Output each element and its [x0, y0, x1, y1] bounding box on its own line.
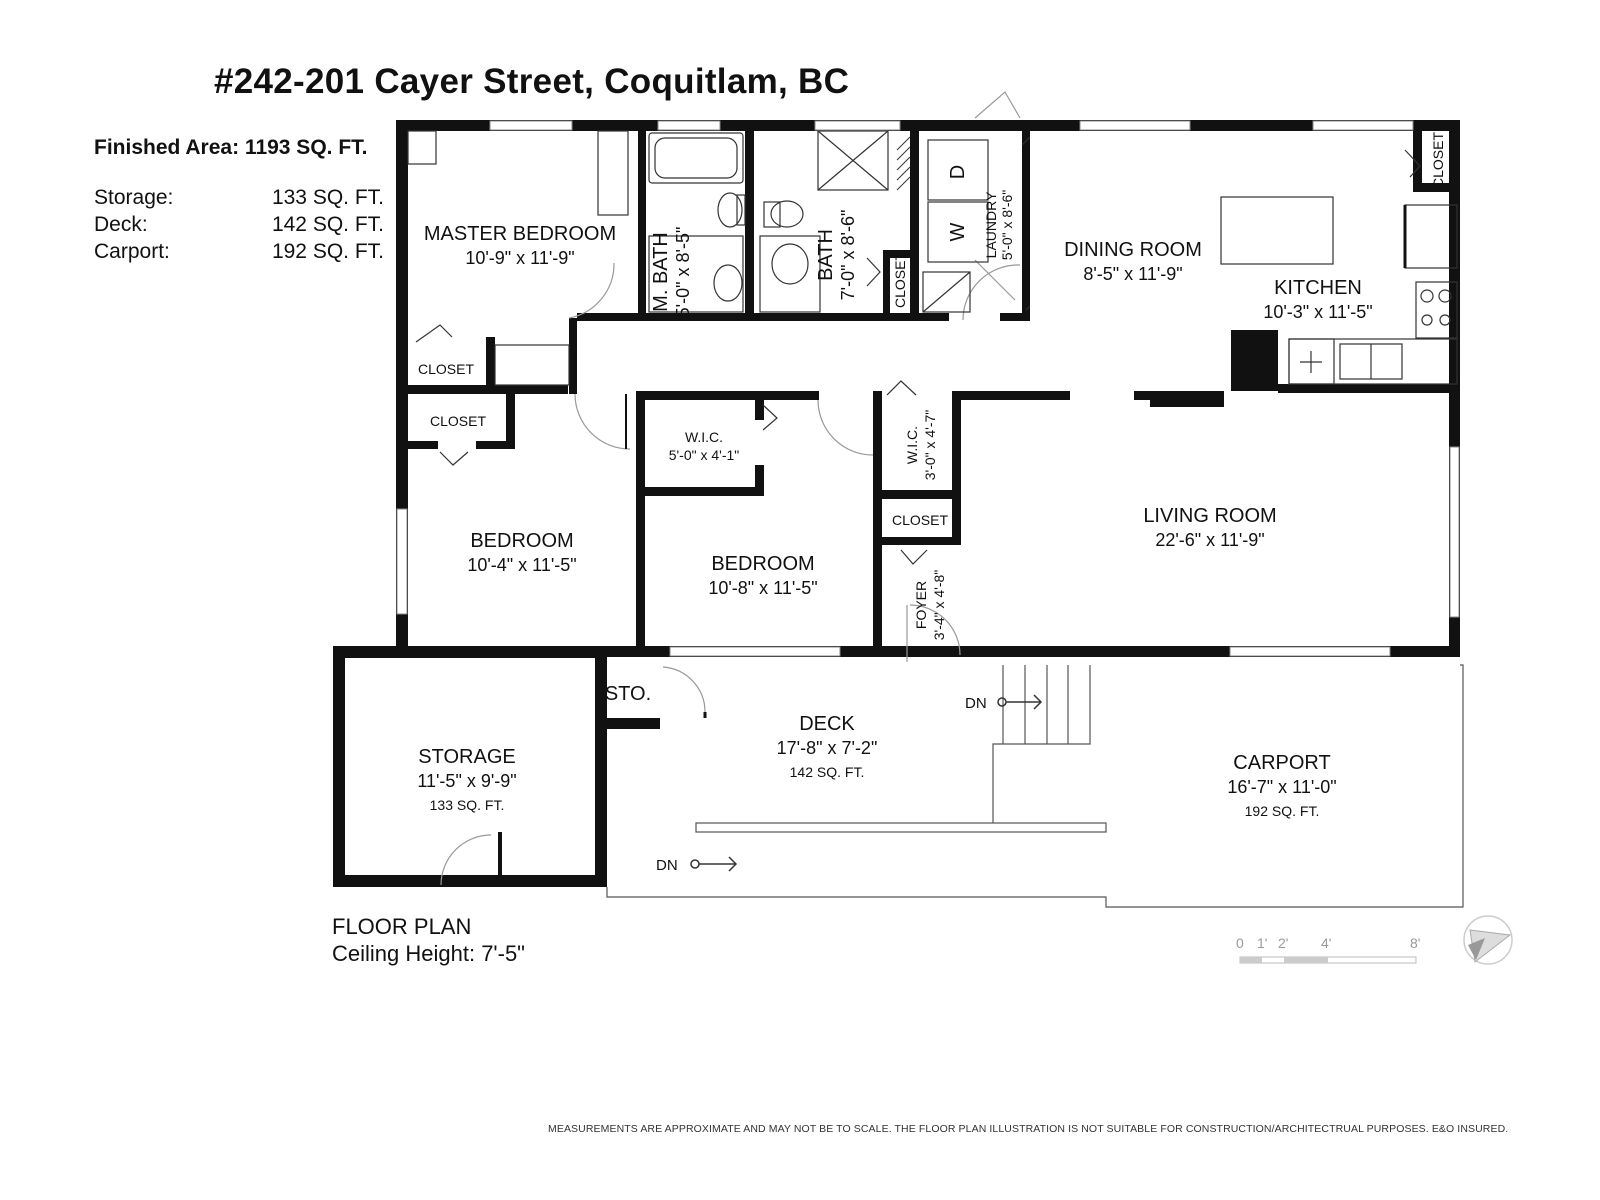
room-area-storage: 133 SQ. FT. — [430, 797, 505, 813]
room-dim-master-bedroom: 10'-9" x 11'-9" — [465, 248, 574, 268]
door-swing-icon — [440, 91, 1021, 886]
room-name-bath-closet: CLOSET — [892, 252, 908, 308]
scale-tick-1: 1' — [1257, 935, 1267, 951]
scale-tick-8: 8' — [1410, 935, 1420, 951]
washer-label: W — [947, 222, 969, 241]
area-label: Deck: — [94, 213, 148, 236]
scale-tick-0: 0 — [1236, 935, 1244, 951]
floor-plan-caption: FLOOR PLAN Ceiling Height: 7'-5" — [332, 913, 525, 967]
room-name-master-closet: CLOSET — [418, 361, 474, 377]
room-dim-deck: 17'-8" x 7'-2" — [777, 738, 878, 758]
arrow-right-icon — [690, 694, 1043, 872]
area-value: 133 SQ. FT. — [271, 186, 384, 209]
room-name-dining-room: DINING ROOM — [1064, 239, 1202, 261]
room-dim-kitchen: 10'-3" x 11'-5" — [1263, 302, 1372, 322]
room-name-kitchen-closet: CLOSET — [1430, 132, 1446, 188]
page-title: #242-201 Cayer Street, Coquitlam, BC — [214, 62, 850, 101]
room-dim-bedroom-2: 10'-8" x 11'-5" — [708, 578, 817, 598]
room-name-wic-1: W.I.C. — [685, 429, 723, 445]
hatch — [896, 136, 1031, 311]
area-value: 142 SQ. FT. — [271, 213, 384, 236]
scale-bar: 0 1' 2' 4' 8' — [1236, 935, 1420, 964]
fixtures — [407, 130, 1458, 565]
room-name-sto: STO. — [605, 683, 651, 705]
room-dim-storage: 11'-5" x 9'-9" — [417, 771, 516, 791]
compass-icon — [1463, 915, 1513, 965]
room-name-deck: DECK — [799, 713, 855, 735]
room-dim-wic-2: 3'-0" x 4'-7" — [922, 410, 938, 481]
room-name-carport: CARPORT — [1233, 752, 1330, 774]
scale-tick-4: 4' — [1321, 935, 1331, 951]
room-dim-m-bath: 5'-0" x 8'-5" — [673, 227, 693, 318]
room-name-storage: STORAGE — [418, 746, 515, 768]
dryer-label: D — [947, 165, 969, 179]
finished-area: Finished Area: 1193 SQ. FT. — [94, 136, 368, 159]
stairs-label-dn: DN — [656, 857, 678, 874]
room-dim-bedroom-1: 10'-4" x 11'-5" — [467, 555, 576, 575]
room-name-bedroom-1: BEDROOM — [470, 530, 573, 552]
room-dim-bath: 7'-0" x 8'-6" — [838, 210, 858, 301]
ceiling-height: Ceiling Height: 7'-5" — [332, 941, 525, 966]
exterior-outline — [606, 664, 1464, 908]
room-name-bedroom-closet: CLOSET — [430, 413, 486, 429]
room-dim-living-room: 22'-6" x 11'-9" — [1155, 530, 1264, 550]
scale-tick-2: 2' — [1278, 935, 1288, 951]
room-name-foyer-closet: CLOSET — [892, 512, 948, 528]
room-name-wic-2: W.I.C. — [904, 426, 920, 464]
room-area-carport: 192 SQ. FT. — [1245, 803, 1320, 819]
room-name-bedroom-2: BEDROOM — [711, 553, 814, 575]
windows — [396, 120, 1460, 657]
room-name-master-bedroom: MASTER BEDROOM — [424, 223, 616, 245]
room-dim-wic-1: 5'-0" x 4'-1" — [669, 447, 740, 463]
area-label: Carport: — [94, 240, 170, 263]
room-name-m-bath: M. BATH — [650, 232, 672, 312]
room-area-deck: 142 SQ. FT. — [790, 764, 865, 780]
stairs-label-dn: DN — [965, 695, 987, 712]
area-row-storage: Storage: 133 SQ. FT. — [94, 184, 384, 211]
area-row-carport: Carport: 192 SQ. FT. — [94, 238, 384, 265]
area-value: 192 SQ. FT. — [271, 240, 384, 263]
room-dim-carport: 16'-7" x 11'-0" — [1227, 777, 1336, 797]
area-summary: Finished Area: 1193 SQ. FT. Storage: 133… — [94, 136, 384, 265]
room-dim-foyer: 3'-4" x 4'-8" — [931, 570, 947, 641]
room-name-laundry: LAUNDRY — [983, 191, 999, 258]
room-name-foyer: FOYER — [913, 581, 929, 629]
disclaimer: MEASUREMENTS ARE APPROXIMATE AND MAY NOT… — [548, 1123, 1509, 1135]
room-name-living-room: LIVING ROOM — [1143, 505, 1276, 527]
room-name-kitchen: KITCHEN — [1274, 277, 1362, 299]
area-row-deck: Deck: 142 SQ. FT. — [94, 211, 384, 238]
room-dim-laundry: 5'-0" x 8'-6" — [999, 190, 1015, 261]
area-label: Storage: — [94, 186, 174, 209]
room-name-bath: BATH — [815, 229, 837, 281]
floor-plan-label: FLOOR PLAN — [332, 914, 472, 939]
room-dim-dining-room: 8'-5" x 11'-9" — [1083, 264, 1182, 284]
